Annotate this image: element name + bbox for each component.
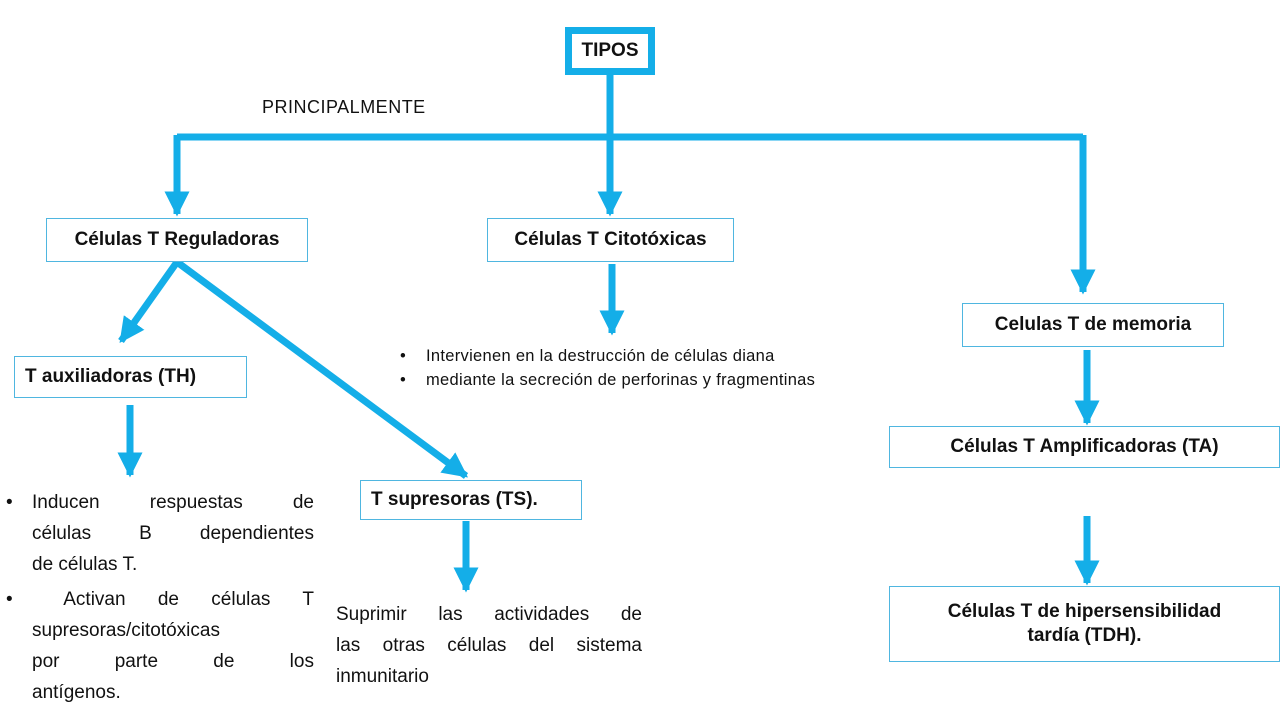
node-hipersensibilidad: Células T de hipersensibilidad tardía (T… <box>889 586 1280 662</box>
word: las <box>438 604 463 625</box>
node-reguladoras: Células T Reguladoras <box>46 218 308 262</box>
auxiliadoras-bullet-text-2: supresoras/citotóxicas por parte de los … <box>32 615 314 708</box>
citotoxicas-bullet: mediante la secreción de perforinas y fr… <box>398 368 958 392</box>
word: actividades <box>494 604 590 625</box>
auxiliadoras-bullet-list-2: Activan de células T <box>4 584 314 615</box>
node-hipersensibilidad-label-line2: tardía (TDH). <box>1027 625 1142 646</box>
auxiliadoras-bullet-line: de células T. <box>32 554 138 575</box>
arrow-to-auxiliadoras <box>118 259 180 344</box>
root-node-tipos: TIPOS <box>565 27 655 75</box>
node-supresoras: T supresoras (TS). <box>360 480 582 520</box>
word: las <box>336 635 361 656</box>
word: parte <box>114 651 159 672</box>
node-memoria: Celulas T de memoria <box>962 303 1224 347</box>
node-auxiliadoras: T auxiliadoras (TH) <box>14 356 247 398</box>
edge-label-principalmente: PRINCIPALMENTE <box>262 97 426 117</box>
node-amplificadoras-label: Células T Amplificadoras (TA) <box>950 436 1219 458</box>
supresoras-desc-line: Suprimir las actividades de <box>336 599 642 630</box>
word: los <box>289 651 314 672</box>
arrow-to-supresoras <box>174 259 469 479</box>
node-memoria-label: Celulas T de memoria <box>994 314 1192 336</box>
word: células <box>447 635 507 656</box>
word: del <box>528 635 555 656</box>
auxiliadoras-bullet-line: antígenos. <box>32 682 121 703</box>
node-hipersensibilidad-label-line1: Células T de hipersensibilidad <box>947 601 1222 623</box>
node-supresoras-label: T supresoras (TS). <box>371 489 538 511</box>
node-citotoxicas: Células T Citotóxicas <box>487 218 734 262</box>
word: de <box>213 651 235 672</box>
node-citotoxicas-label: Células T Citotóxicas <box>514 229 707 251</box>
root-label: TIPOS <box>581 40 639 62</box>
citotoxicas-bullet: Intervienen en la destrucción de células… <box>398 344 958 368</box>
auxiliadoras-bullet-line: supresoras/citotóxicas <box>32 620 220 641</box>
word: por <box>32 651 60 672</box>
word: otras <box>382 635 425 656</box>
auxiliadoras-bullet-text: células B dependientes de células T. <box>32 518 314 580</box>
word: sistema <box>576 635 642 656</box>
auxiliadoras-bullet-line-words: por parte de los <box>32 646 314 677</box>
node-auxiliadoras-label: T auxiliadoras (TH) <box>25 366 197 388</box>
citotoxicas-bullet-list: Intervienen en la destrucción de células… <box>398 344 958 392</box>
supresoras-desc-line: inmunitario <box>336 666 429 687</box>
auxiliadoras-bullet-list: Inducen respuestas de <box>4 487 314 518</box>
word: de <box>620 604 642 625</box>
auxiliadoras-bullet-line: Inducen respuestas de <box>4 487 314 518</box>
auxiliadoras-bullet-line: Activan de células T <box>4 584 314 615</box>
node-reguladoras-label: Células T Reguladoras <box>74 229 280 251</box>
auxiliadoras-bullet-line: células B dependientes <box>32 523 314 544</box>
supresoras-desc-line: las otras células del sistema <box>336 630 642 661</box>
supresoras-description: Suprimir las actividades de las otras cé… <box>336 599 642 692</box>
node-amplificadoras: Células T Amplificadoras (TA) <box>889 426 1280 468</box>
word: Suprimir <box>336 604 407 625</box>
